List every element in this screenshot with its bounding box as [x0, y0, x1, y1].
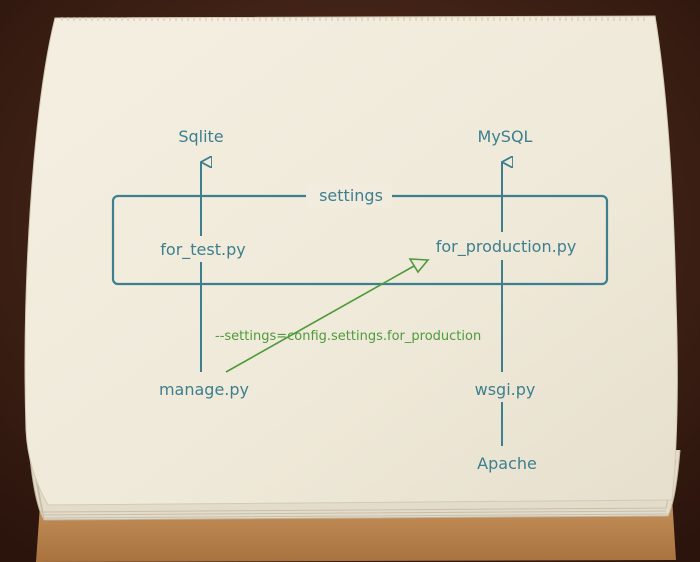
manage-py-label: manage.py [159, 380, 249, 399]
cli-settings-option: --settings=config.settings.for_productio… [215, 329, 481, 344]
settings-title: settings [319, 186, 383, 205]
apache-label: Apache [477, 454, 537, 473]
notebook-page [24, 15, 678, 506]
cli-override-arrow-head [408, 258, 430, 274]
for-production-module-label: for_production.py [436, 237, 577, 257]
for-test-module-label: for_test.py [160, 240, 245, 260]
db-mysql-label: MySQL [478, 127, 533, 146]
settings-title-gap [306, 184, 392, 208]
wsgi-py-label: wsgi.py [475, 380, 536, 399]
db-sqlite-label: Sqlite [178, 127, 223, 146]
cli-override-arrow-line [225, 265, 415, 373]
spiral-binding [61, 17, 645, 21]
